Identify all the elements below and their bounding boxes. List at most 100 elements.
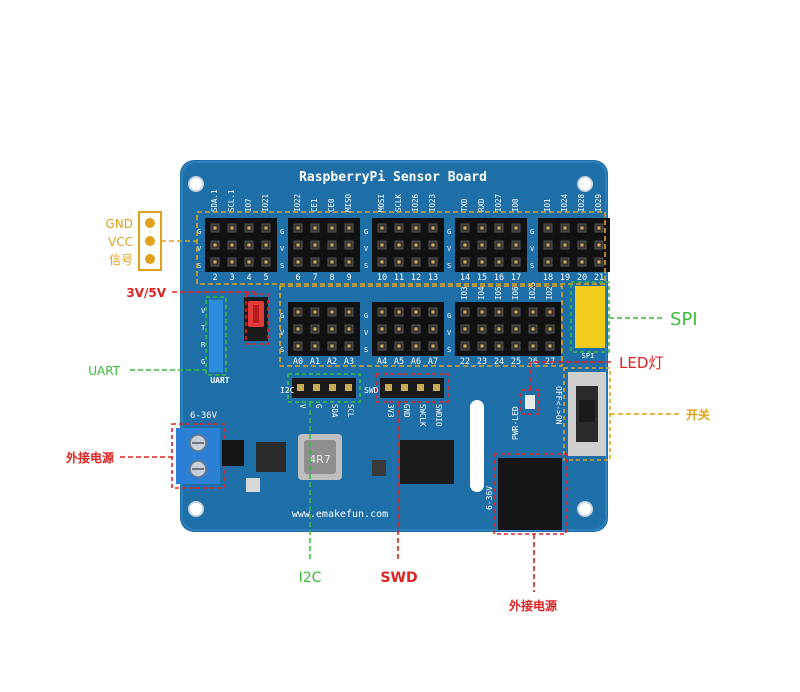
uart-pin-label: T: [201, 324, 206, 332]
i2c-pin-label: V: [298, 404, 307, 409]
pin-label: IO3: [460, 286, 469, 300]
i2c-pin-label: G: [314, 404, 323, 409]
gvs-label: S: [530, 262, 534, 270]
gvs-top-0: GVS: [197, 228, 202, 270]
svg-text:UART: UART: [88, 364, 120, 378]
pin-label: IO4: [477, 286, 486, 300]
header-top-0: [205, 218, 277, 272]
callout-led: LED灯: [529, 354, 663, 390]
svg-text:信号: 信号: [109, 253, 133, 267]
pin-number: A2: [327, 357, 337, 367]
pin-label: CE1: [310, 198, 319, 212]
pin-label: IO5: [494, 286, 503, 300]
pin-number: 11: [394, 273, 404, 283]
i2c-pin-label: SCL: [346, 404, 355, 418]
board-url: www.emakefun.com: [292, 509, 388, 520]
svg-text:开关: 开关: [686, 407, 710, 422]
svg-text:外接电源: 外接电源: [509, 598, 557, 613]
pin-number: 7: [312, 273, 317, 283]
svg-text:SWD: SWD: [364, 386, 379, 395]
pin-number: 15: [477, 273, 487, 283]
header-mid-1: [372, 302, 444, 356]
svg-text:SPI: SPI: [670, 309, 698, 330]
svg-text:PWR-LED: PWR-LED: [511, 406, 520, 440]
pin-number: 26: [528, 357, 538, 367]
callout-ext-power-left: 外接电源: [66, 450, 172, 465]
pin-number: 6: [295, 273, 300, 283]
gvs-label: G: [447, 228, 451, 236]
pin-label: SCLK: [394, 193, 403, 212]
pin-number: 24: [494, 357, 504, 367]
gvs-label: G: [364, 228, 368, 236]
gvs-label: S: [280, 346, 284, 354]
pin-label: IO2: [545, 286, 554, 300]
gvs-label: S: [447, 346, 451, 354]
pin-number: 17: [511, 273, 521, 283]
gvs-label: S: [197, 262, 201, 270]
pin-label: IO25: [528, 282, 537, 300]
pin-label: IO0: [511, 198, 520, 212]
inductor-marking: 4R7: [309, 453, 331, 466]
pin-number: A1: [310, 357, 320, 367]
pin-number: A4: [377, 357, 387, 367]
svg-text:3V/5V: 3V/5V: [126, 286, 166, 300]
header-top-3: [455, 218, 527, 272]
pin-label: IO27: [494, 194, 503, 212]
gvs-top-3: GVS: [447, 228, 452, 270]
pin-label: IO26: [411, 193, 420, 212]
gvs-label: V: [364, 245, 369, 253]
pin-label: IO7: [244, 198, 253, 212]
svg-text:I2C: I2C: [299, 570, 322, 586]
power-switch[interactable]: OFF<->ON: [554, 367, 611, 461]
svg-text:6-36V: 6-36V: [485, 486, 494, 510]
pin-number: 4: [246, 273, 251, 283]
gvs-label: V: [280, 329, 285, 337]
pin-label: SCL.1: [227, 189, 236, 212]
uart-pin-label: V: [201, 307, 206, 315]
pin-label: MOSI: [377, 194, 386, 212]
pin-number: A5: [394, 357, 404, 367]
svg-text:I2C: I2C: [280, 386, 295, 395]
pin-label: IO24: [560, 193, 569, 212]
pin-number: 10: [377, 273, 387, 283]
gvs-mid-0: G V S: [280, 312, 285, 354]
callout-gvs: GND VCC 信号: [105, 211, 197, 271]
uart-pin-label: R: [201, 341, 206, 349]
pin-number: 2: [212, 273, 217, 283]
gvs-label: S: [364, 262, 368, 270]
pin-number: 9: [346, 273, 351, 283]
pin-number: 3: [229, 273, 234, 283]
gvs-mid-2: G V S: [447, 312, 452, 354]
header-mid-0: [288, 302, 360, 356]
gvs-label: G: [280, 312, 284, 320]
swd-header: SWD: [364, 373, 449, 403]
gvs-label: G: [280, 228, 284, 236]
voltage-jumper[interactable]: [244, 293, 269, 345]
pin-label: IO29: [594, 194, 603, 212]
top-pin-names-3: TXD RXD IO27 IO0: [460, 194, 520, 212]
pin-label: RXD: [477, 198, 486, 212]
gvs-label: S: [280, 262, 284, 270]
pin-number: A3: [344, 357, 354, 367]
pin-number: 23: [477, 357, 487, 367]
swd-pin-label: 3V3: [386, 404, 395, 418]
spi-header: SPI: [570, 281, 610, 360]
gvs-rows-outline: [196, 211, 606, 285]
pin-label: IO23: [428, 194, 437, 212]
i2c-pin-label: SDA: [330, 404, 339, 418]
swd-pin-label: GND: [402, 404, 411, 418]
gvs-label: G: [447, 312, 451, 320]
pin-headers: V T R G: [201, 218, 610, 366]
pin-label: TXD: [460, 198, 469, 212]
pin-number: 19: [560, 273, 570, 283]
pin-label: SDA.1: [210, 189, 219, 212]
gvs-label: V: [447, 329, 452, 337]
header-top-4: [538, 218, 610, 272]
svg-text:VCC: VCC: [108, 235, 133, 249]
